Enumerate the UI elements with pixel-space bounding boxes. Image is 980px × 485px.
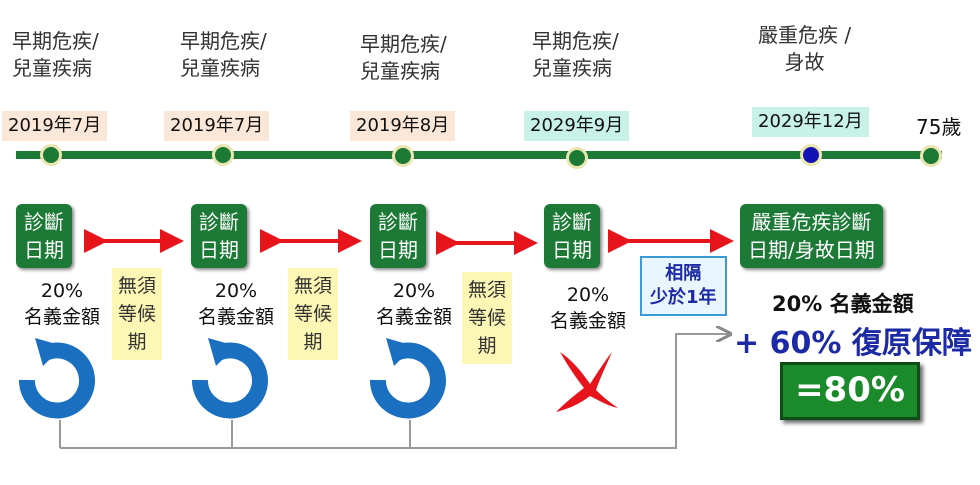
date-tag-3: 2019年8月 [350,111,456,141]
timeline-node-4 [566,147,588,169]
no-waiting-box-1: 無須 等候 期 [112,268,163,360]
cross-icon [556,352,618,412]
top-label-3: 早期危疾/ 兒童疾病 [360,32,447,83]
interval-box: 相隔 少於1年 [640,256,727,316]
timeline-bar [16,151,942,159]
date-tag-2: 2019年7月 [164,111,270,141]
date-tag-1: 2019年7月 [2,111,108,141]
diagnosis-box-3: 診斷 日期 [370,204,426,268]
payout-label-3: 20% 名義金額 [375,280,452,328]
top-label-1: 早期危疾/ 兒童疾病 [12,29,99,80]
payout-label-2: 20% 名義金額 [197,280,274,328]
top-label-4: 早期危疾/ 兒童疾病 [532,29,619,80]
renew-icon [191,338,268,419]
top-label-2: 早期危疾/ 兒童疾病 [180,29,267,80]
timeline-node-age [920,145,942,167]
diagnosis-box-final: 嚴重危疾診斷 日期/身故日期 [740,204,883,268]
timeline-node-2 [212,144,234,166]
connector-line [59,334,730,449]
date-tag-final: 2029年12月 [752,107,869,137]
payout-label-4: 20% 名義金額 [549,284,626,332]
diagnosis-box-4: 診斷 日期 [544,204,600,268]
no-waiting-box-2: 無須 等候 期 [288,268,339,360]
diagnosis-box-1: 診斷 日期 [16,204,72,268]
timeline-node-1 [40,144,62,166]
timeline-node-3 [392,145,414,167]
renew-icon [18,338,95,419]
timeline-node-final [800,144,822,166]
age-label: 75歲 [916,115,962,139]
diagnosis-box-2: 診斷 日期 [191,204,247,268]
renew-icon [369,338,446,419]
result-recovery-label: + 60% 復原保障 [734,326,972,361]
total-percentage-box: =80% [780,362,920,420]
date-tag-4: 2029年9月 [524,111,630,141]
result-base-label: 20% 名義金額 [772,292,914,316]
payout-label-1: 20% 名義金額 [23,280,100,328]
top-label-final: 嚴重危疾 / 身故 [758,23,852,74]
no-waiting-box-3: 無須 等候 期 [462,272,513,364]
